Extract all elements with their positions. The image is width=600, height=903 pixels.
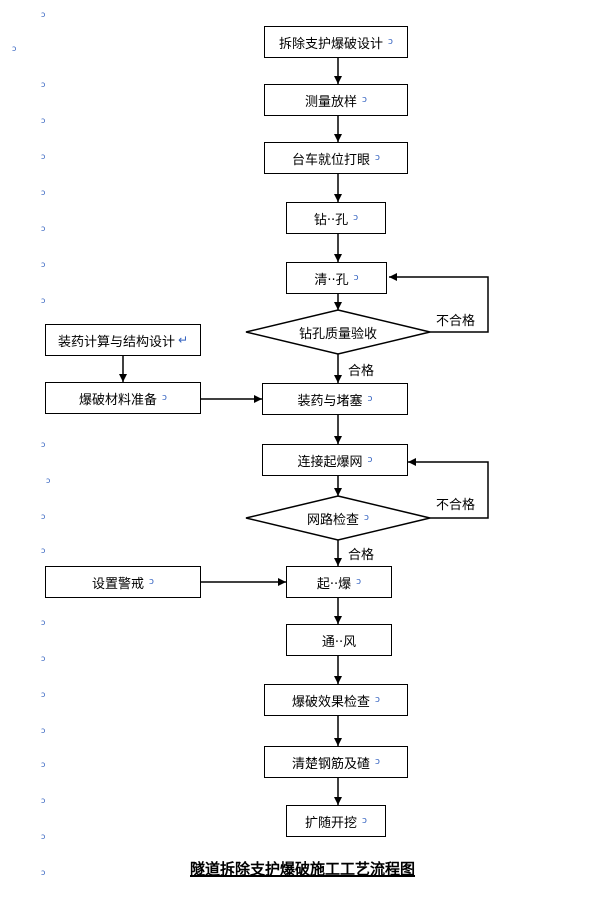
paragraph-mark-icon: ɔ [41, 832, 46, 841]
step-excavate: 扩随开挖 ɔ [286, 805, 386, 837]
paragraph-mark-icon: ɔ [41, 152, 46, 161]
paragraph-mark-icon: ɔ [41, 512, 46, 521]
step-label: 连接起爆网 [297, 454, 363, 470]
step-label: 钻··孔 [313, 212, 349, 228]
paragraph-mark-icon: ɔ [353, 213, 359, 223]
paragraph-mark-icon: ɔ [356, 577, 362, 587]
paragraph-mark-icon: ɔ [362, 95, 367, 105]
step-label: 清··孔 [314, 272, 349, 288]
paragraph-mark-icon: ɔ [41, 546, 46, 555]
step-ventilate: 通··风 [286, 624, 392, 656]
paragraph-mark-icon: ɔ [46, 476, 51, 485]
paragraph-mark-icon: ɔ [41, 10, 46, 19]
paragraph-mark-icon: ɔ [41, 796, 46, 805]
side-label: 爆破材料准备 [79, 392, 158, 408]
diagram-title: 隧道拆除支护爆破施工工艺流程图 [190, 860, 416, 878]
paragraph-mark-icon: ɔ [41, 80, 46, 89]
step-drill-positioning: 台车就位打眼 ɔ [264, 142, 408, 174]
step-blast-effect-check: 爆破效果检查 ɔ [264, 684, 408, 716]
step-label: 扩随开挖 [305, 815, 358, 831]
decision-hole-quality: 钻孔质量验收 [246, 310, 430, 354]
paragraph-mark-icon: ɔ [375, 153, 380, 163]
paragraph-mark-icon: ɔ [41, 116, 46, 125]
step-label: 清楚钢筋及碴 [292, 756, 371, 772]
decision-label: 钻孔质量验收 [298, 326, 377, 342]
step-label: 爆破效果检查 [292, 694, 371, 710]
step-detonate: 起··爆 ɔ [286, 566, 392, 598]
paragraph-mark-icon: ɔ [41, 224, 46, 233]
paragraph-mark-icon: ɔ [12, 44, 17, 53]
paragraph-mark-icon: ɔ [362, 816, 367, 826]
step-blasting-design: 拆除支护爆破设计 ɔ [264, 26, 408, 58]
label-fail-1: 不合格 [436, 314, 476, 329]
paragraph-mark-icon: ɔ [41, 440, 46, 449]
paragraph-mark-icon: ɔ [41, 868, 46, 877]
paragraph-mark-icon: ɔ [367, 394, 373, 404]
label-pass-2: 合格 [348, 548, 375, 563]
side-label: 设置警戒 [92, 576, 145, 592]
paragraph-mark-icon: ɔ [149, 577, 154, 587]
paragraph-mark-icon: ɔ [41, 188, 46, 197]
paragraph-mark-icon: ɔ [41, 654, 46, 663]
step-survey: 测量放样 ɔ [264, 84, 408, 116]
paragraph-mark-icon: ɔ [388, 37, 393, 47]
paragraph-mark-icon: ɔ [353, 273, 359, 283]
decision-label: 网路检查 [307, 512, 360, 528]
side-set-guard: 设置警戒 ɔ [45, 566, 201, 598]
step-label: 通··风 [321, 634, 357, 650]
paragraph-mark-icon: ɔ [375, 757, 380, 767]
step-label: 拆除支护爆破设计 [279, 36, 384, 52]
decision-network-check: 网路检查 ɔ [246, 496, 430, 540]
paragraph-mark-icon: ɔ [162, 393, 167, 403]
step-label: 台车就位打眼 [292, 152, 371, 168]
step-connect-network: 连接起爆网 ɔ [262, 444, 408, 476]
label-fail-2: 不合格 [436, 498, 476, 513]
step-label: 起··爆 [316, 576, 352, 592]
paragraph-mark-icon: ɔ [41, 760, 46, 769]
paragraph-mark-icon: ɔ [364, 513, 369, 523]
loop-fail-2 [408, 458, 489, 519]
step-label: 装药与堵塞 [297, 393, 363, 409]
paragraph-mark-icon: ɔ [375, 695, 380, 705]
step-charge-stemming: 装药与堵塞 ɔ [262, 383, 408, 415]
side-material-prep: 爆破材料准备 ɔ [45, 382, 201, 414]
step-drill-hole: 钻··孔 ɔ [286, 202, 386, 234]
paragraph-mark-icon: ɔ [41, 726, 46, 735]
return-mark-icon: ↵ [177, 333, 189, 347]
step-clear-rebar: 清楚钢筋及碴 ɔ [264, 746, 408, 778]
decision-diamond-2 [245, 495, 431, 541]
loop-fail-1 [389, 273, 489, 333]
label-pass-1: 合格 [348, 364, 375, 379]
side-charge-design: 装药计算与结构设计↵ [45, 324, 201, 356]
paragraph-mark-icon: ɔ [41, 690, 46, 699]
paragraph-mark-icon: ɔ [41, 618, 46, 627]
step-label: 测量放样 [305, 94, 358, 110]
paragraph-mark-icon: ɔ [41, 296, 46, 305]
paragraph-mark-icon: ɔ [367, 455, 373, 465]
step-clean-hole: 清··孔 ɔ [286, 262, 387, 294]
decision-diamond-1 [245, 309, 431, 355]
paragraph-mark-icon: ɔ [41, 260, 46, 269]
side-label: 装药计算与结构设计 [57, 334, 175, 350]
